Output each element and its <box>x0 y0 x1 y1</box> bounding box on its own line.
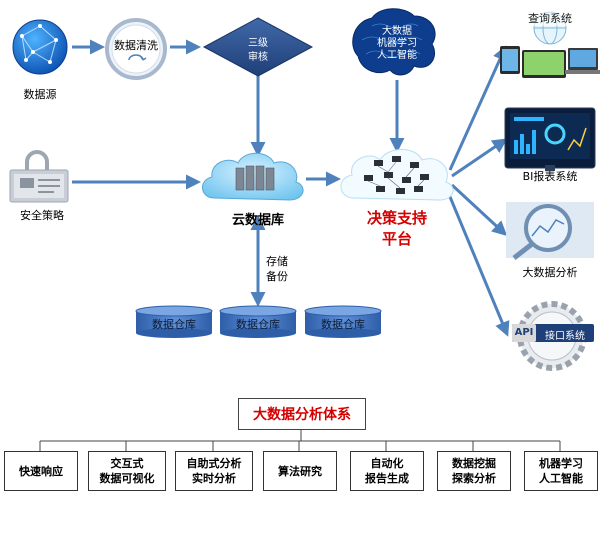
cloud-db-label: 云数据库 <box>231 213 284 228</box>
analysis-item-3-line1: 自助式分析 <box>186 457 242 470</box>
analysis-item-5: 自动化 报告生成 <box>350 451 424 491</box>
data-source-label: 数据源 <box>23 88 57 101</box>
arrow-decision-to-analysis <box>450 183 508 237</box>
brain-label-line3: 人工智能 <box>377 50 417 61</box>
magnifier-icon <box>506 202 594 260</box>
audit-label-line2: 审核 <box>248 52 268 63</box>
warehouse-3: 数据仓库 <box>305 308 381 338</box>
analysis-item-6-line2: 探索分析 <box>452 472 496 485</box>
decision-label-line1: 决策支持 <box>366 209 427 227</box>
warehouse-3-label: 数据仓库 <box>321 318 365 331</box>
flow-arrows <box>72 39 510 337</box>
api-sub-label: 接口系统 <box>545 331 585 342</box>
api-gear-icon <box>512 301 594 371</box>
security-lock-icon <box>9 150 69 203</box>
cleaning-circle <box>105 18 167 80</box>
analysis-item-7: 机器学习 人工智能 <box>524 451 598 491</box>
analysis-item-2: 交互式 数据可视化 <box>88 451 166 491</box>
query-system-devices-icon <box>500 46 600 78</box>
analysis-item-6: 数据挖掘 探索分析 <box>437 451 511 491</box>
bi-report-label: BI报表系统 <box>522 170 578 183</box>
analysis-item-2-line1: 交互式 <box>110 457 144 470</box>
decision-cloud-icon <box>340 149 454 201</box>
cloud-db-icon <box>202 152 304 201</box>
decision-label-line2: 平台 <box>381 230 412 248</box>
analysis-item-1-line1: 快速响应 <box>19 464 63 478</box>
bi-dashboard-icon <box>504 107 596 171</box>
arrow-decision-to-api <box>446 191 510 337</box>
storage-label-line1: 存储 <box>266 255 288 268</box>
analysis-item-2-line2: 数据可视化 <box>99 472 155 485</box>
analysis-item-5-line1: 自动化 <box>370 457 404 470</box>
analysis-item-4-line1: 算法研究 <box>278 464 322 478</box>
warehouse-cylinder-1 <box>135 305 213 338</box>
warehouse-2: 数据仓库 <box>220 308 296 338</box>
arrow-decision-to-bi <box>451 138 508 178</box>
warehouse-1-label: 数据仓库 <box>152 318 196 331</box>
storage-label-line2: 备份 <box>266 270 288 283</box>
analysis-title-text: 大数据分析体系 <box>253 407 351 423</box>
brain-label-line2: 机器学习 <box>377 38 417 49</box>
analysis-system-title: 大数据分析体系 <box>238 398 366 430</box>
data-cleaning-label: 数据清洗 <box>114 39 158 52</box>
arrow-decision-to-query <box>448 45 507 171</box>
brain-icon <box>352 8 436 76</box>
warehouse-cylinder-2 <box>219 305 297 338</box>
brain-label-line1: 大数据 <box>382 26 412 37</box>
refresh-icon <box>128 54 147 61</box>
warehouse-1: 数据仓库 <box>136 308 212 338</box>
tree-connectors <box>39 429 561 451</box>
warehouse-2-label: 数据仓库 <box>236 318 280 331</box>
api-label: API <box>514 327 534 338</box>
analysis-item-3: 自助式分析 实时分析 <box>175 451 253 491</box>
analysis-item-4: 算法研究 <box>263 451 337 491</box>
analysis-item-5-line2: 报告生成 <box>365 472 409 485</box>
analysis-item-6-line1: 数据挖掘 <box>452 457 496 470</box>
security-policy-label: 安全策略 <box>20 209 64 222</box>
audit-label-line1: 三级 <box>248 38 268 49</box>
analysis-item-3-line2: 实时分析 <box>192 472 236 485</box>
globe-icon <box>12 19 68 75</box>
analysis-item-1: 快速响应 <box>4 451 78 491</box>
big-data-analysis-label: 大数据分析 <box>522 266 578 279</box>
query-system-label: 查询系统 <box>508 10 592 26</box>
warehouse-cylinders <box>135 305 382 338</box>
analysis-item-7-line1: 机器学习 <box>539 457 583 470</box>
analysis-item-7-line2: 人工智能 <box>539 472 583 485</box>
audit-diamond <box>202 17 314 77</box>
warehouse-cylinder-3 <box>304 305 382 338</box>
